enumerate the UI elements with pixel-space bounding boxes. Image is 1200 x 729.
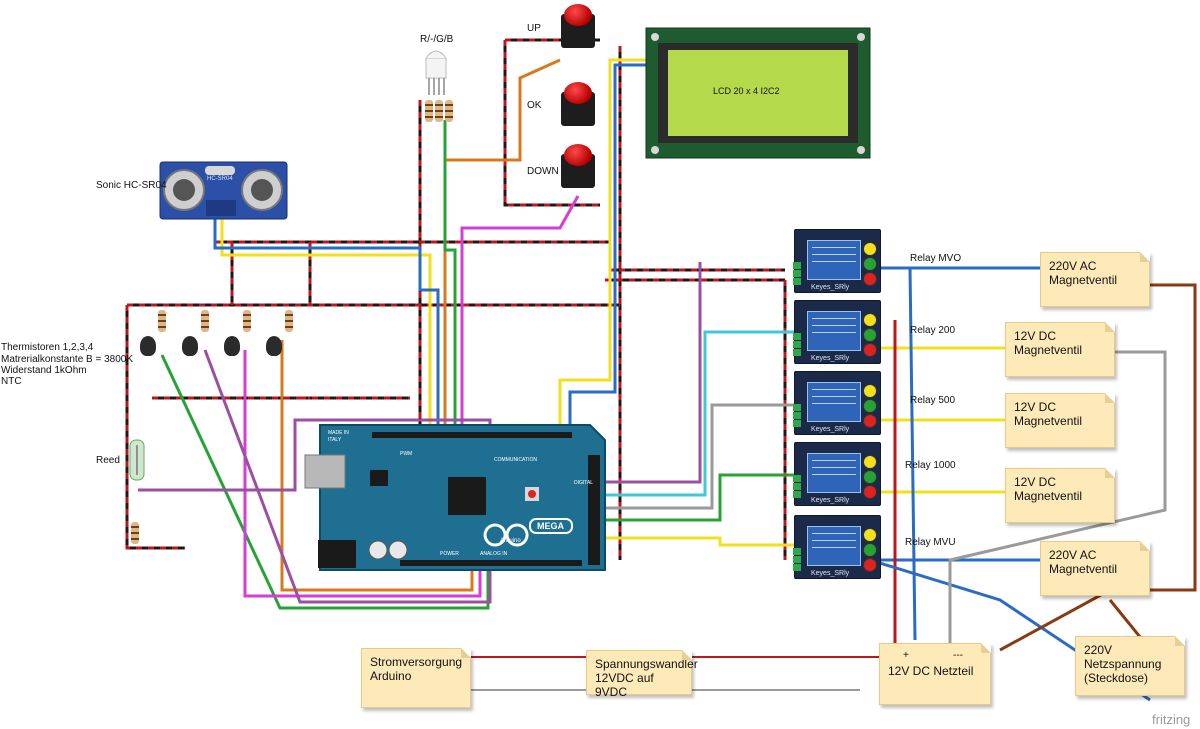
- relay-brand-label: Keyes_SRly: [811, 355, 850, 362]
- thermistor-label-2: Matrerialkonstante B = 3800K: [1, 354, 134, 365]
- relay-brand-label: Keyes_SRly: [811, 570, 850, 577]
- arduino-logo-label: Arduino: [500, 538, 521, 544]
- resistor-icon: [158, 310, 166, 332]
- note-line: 12V DC Netzteil: [888, 664, 974, 678]
- reed-switch-icon: [129, 439, 145, 481]
- relay-brand-label: Keyes_SRly: [811, 426, 850, 433]
- fritzing-watermark: fritzing: [1152, 712, 1191, 727]
- push-button-icon: [561, 4, 595, 48]
- note-line: 220V AC: [1049, 548, 1097, 562]
- note-line: Arduino: [370, 669, 412, 683]
- relay-module-icon: Keyes_SRly: [793, 229, 881, 293]
- note-line: Magnetventil: [1014, 489, 1083, 503]
- arduino-italy-label: ITALY: [328, 437, 342, 443]
- relay-module-icon: Keyes_SRly: [793, 515, 881, 579]
- relay-200-label: Relay 200: [910, 325, 956, 336]
- relay-mvo-label: Relay MVO: [910, 253, 962, 264]
- arduino-communication-label: COMMUNICATION: [494, 457, 537, 463]
- resistor-icon: [131, 522, 139, 544]
- note-line: 220V: [1084, 643, 1113, 657]
- sonic-chip-label: HC-SR04: [207, 176, 233, 182]
- note-line: Magnetventil: [1014, 343, 1083, 357]
- push-button-icon: [561, 144, 595, 188]
- resistor-icon: [201, 310, 209, 332]
- relay-500-label: Relay 500: [910, 395, 956, 406]
- ok-button-label: OK: [527, 100, 542, 111]
- note-line: Magnetventil: [1049, 273, 1118, 287]
- resistor-icon: [243, 310, 251, 332]
- resistor-icon: [435, 100, 443, 122]
- thermistor-label-1: Thermistoren 1,2,3,4: [1, 342, 94, 353]
- thermistor-icon: [182, 336, 198, 356]
- relay-module-icon: Keyes_SRly: [793, 442, 881, 506]
- note-220v-netzspannung: 220V Netzspannung (Steckdose): [1075, 636, 1185, 696]
- thermistor-icon: [224, 336, 240, 356]
- resistor-icon: [285, 310, 293, 332]
- relay-brand-label: Keyes_SRly: [811, 284, 850, 291]
- note-220v-ac-magnetventil-bottom: 220V AC Magnetventil: [1040, 541, 1150, 596]
- note-spannungswandler: Spannungswandler 12VDC auf 9VDC: [586, 650, 698, 699]
- arduino-mega-icon: [304, 424, 606, 571]
- note-line: 220V AC: [1049, 259, 1097, 273]
- note-12v-dc-magnetventil-3: 12V DC Magnetventil: [1005, 468, 1115, 523]
- lcd-label: LCD 20 x 4 I2C2: [713, 86, 780, 96]
- note-line: Spannungswandler: [595, 657, 698, 671]
- ultrasonic-sensor-icon: [159, 161, 288, 220]
- up-button-label: UP: [527, 23, 541, 34]
- note-line: Netzspannung: [1084, 657, 1162, 671]
- relay-mvu-label: Relay MVU: [905, 537, 956, 548]
- arduino-power-label: POWER: [440, 551, 459, 557]
- relay-module-icon: Keyes_SRly: [793, 300, 881, 364]
- push-button-icon: [561, 82, 595, 126]
- note-stromversorgung-arduino: Stromversorgung Arduino: [361, 648, 471, 708]
- signal-wires: [138, 58, 1197, 702]
- thermistor-icon: [140, 336, 156, 356]
- note-220v-ac-magnetventil-top: 220V AC Magnetventil: [1040, 252, 1150, 307]
- relay-brand-label: Keyes_SRly: [811, 497, 850, 504]
- note-12v-dc-magnetventil-2: 12V DC Magnetventil: [1005, 393, 1115, 448]
- arduino-model-label: MEGA: [537, 521, 564, 531]
- note-12v-dc-magnetventil-1: 12V DC Magnetventil: [1005, 322, 1115, 377]
- resistor-icon: [445, 100, 453, 122]
- relay-1000-label: Relay 1000: [905, 460, 956, 471]
- note-line: Magnetventil: [1049, 562, 1118, 576]
- relay-module-icon: Keyes_SRly: [793, 371, 881, 435]
- thermistor-label-3: Widerstand 1kOhm: [1, 365, 87, 376]
- note-line: 12V DC: [1014, 475, 1057, 489]
- reed-label: Reed: [96, 455, 120, 466]
- note-line: 12V DC: [1014, 329, 1057, 343]
- note-12v-dc-netzteil: 12V DC Netzteil: [879, 643, 991, 705]
- note-line: Stromversorgung: [370, 655, 463, 669]
- arduino-pwm-label: PWM: [400, 451, 413, 457]
- thermistor-label-4: NTC: [1, 376, 22, 387]
- down-button-label: DOWN: [527, 166, 559, 177]
- note-line: (Steckdose): [1084, 671, 1149, 685]
- lcd-display-icon: [645, 27, 871, 159]
- rgb-led-label: R/-/G/B: [420, 34, 454, 45]
- thermistor-icon: [266, 336, 282, 356]
- note-line: 12V DC: [1014, 400, 1057, 414]
- note-line: Magnetventil: [1014, 414, 1083, 428]
- psu-minus-label: ---: [953, 650, 963, 661]
- sonic-label: Sonic HC-SR04: [96, 180, 167, 191]
- rgb-led-icon: [425, 50, 447, 95]
- arduino-made-in-label: MADE IN: [328, 430, 349, 436]
- arduino-analog-label: ANALOG IN: [480, 551, 508, 557]
- note-line: 12VDC auf 9VDC: [595, 671, 654, 699]
- resistor-icon: [425, 100, 433, 122]
- arduino-digital-label: DIGITAL: [574, 480, 594, 486]
- psu-plus-label: +: [903, 650, 909, 661]
